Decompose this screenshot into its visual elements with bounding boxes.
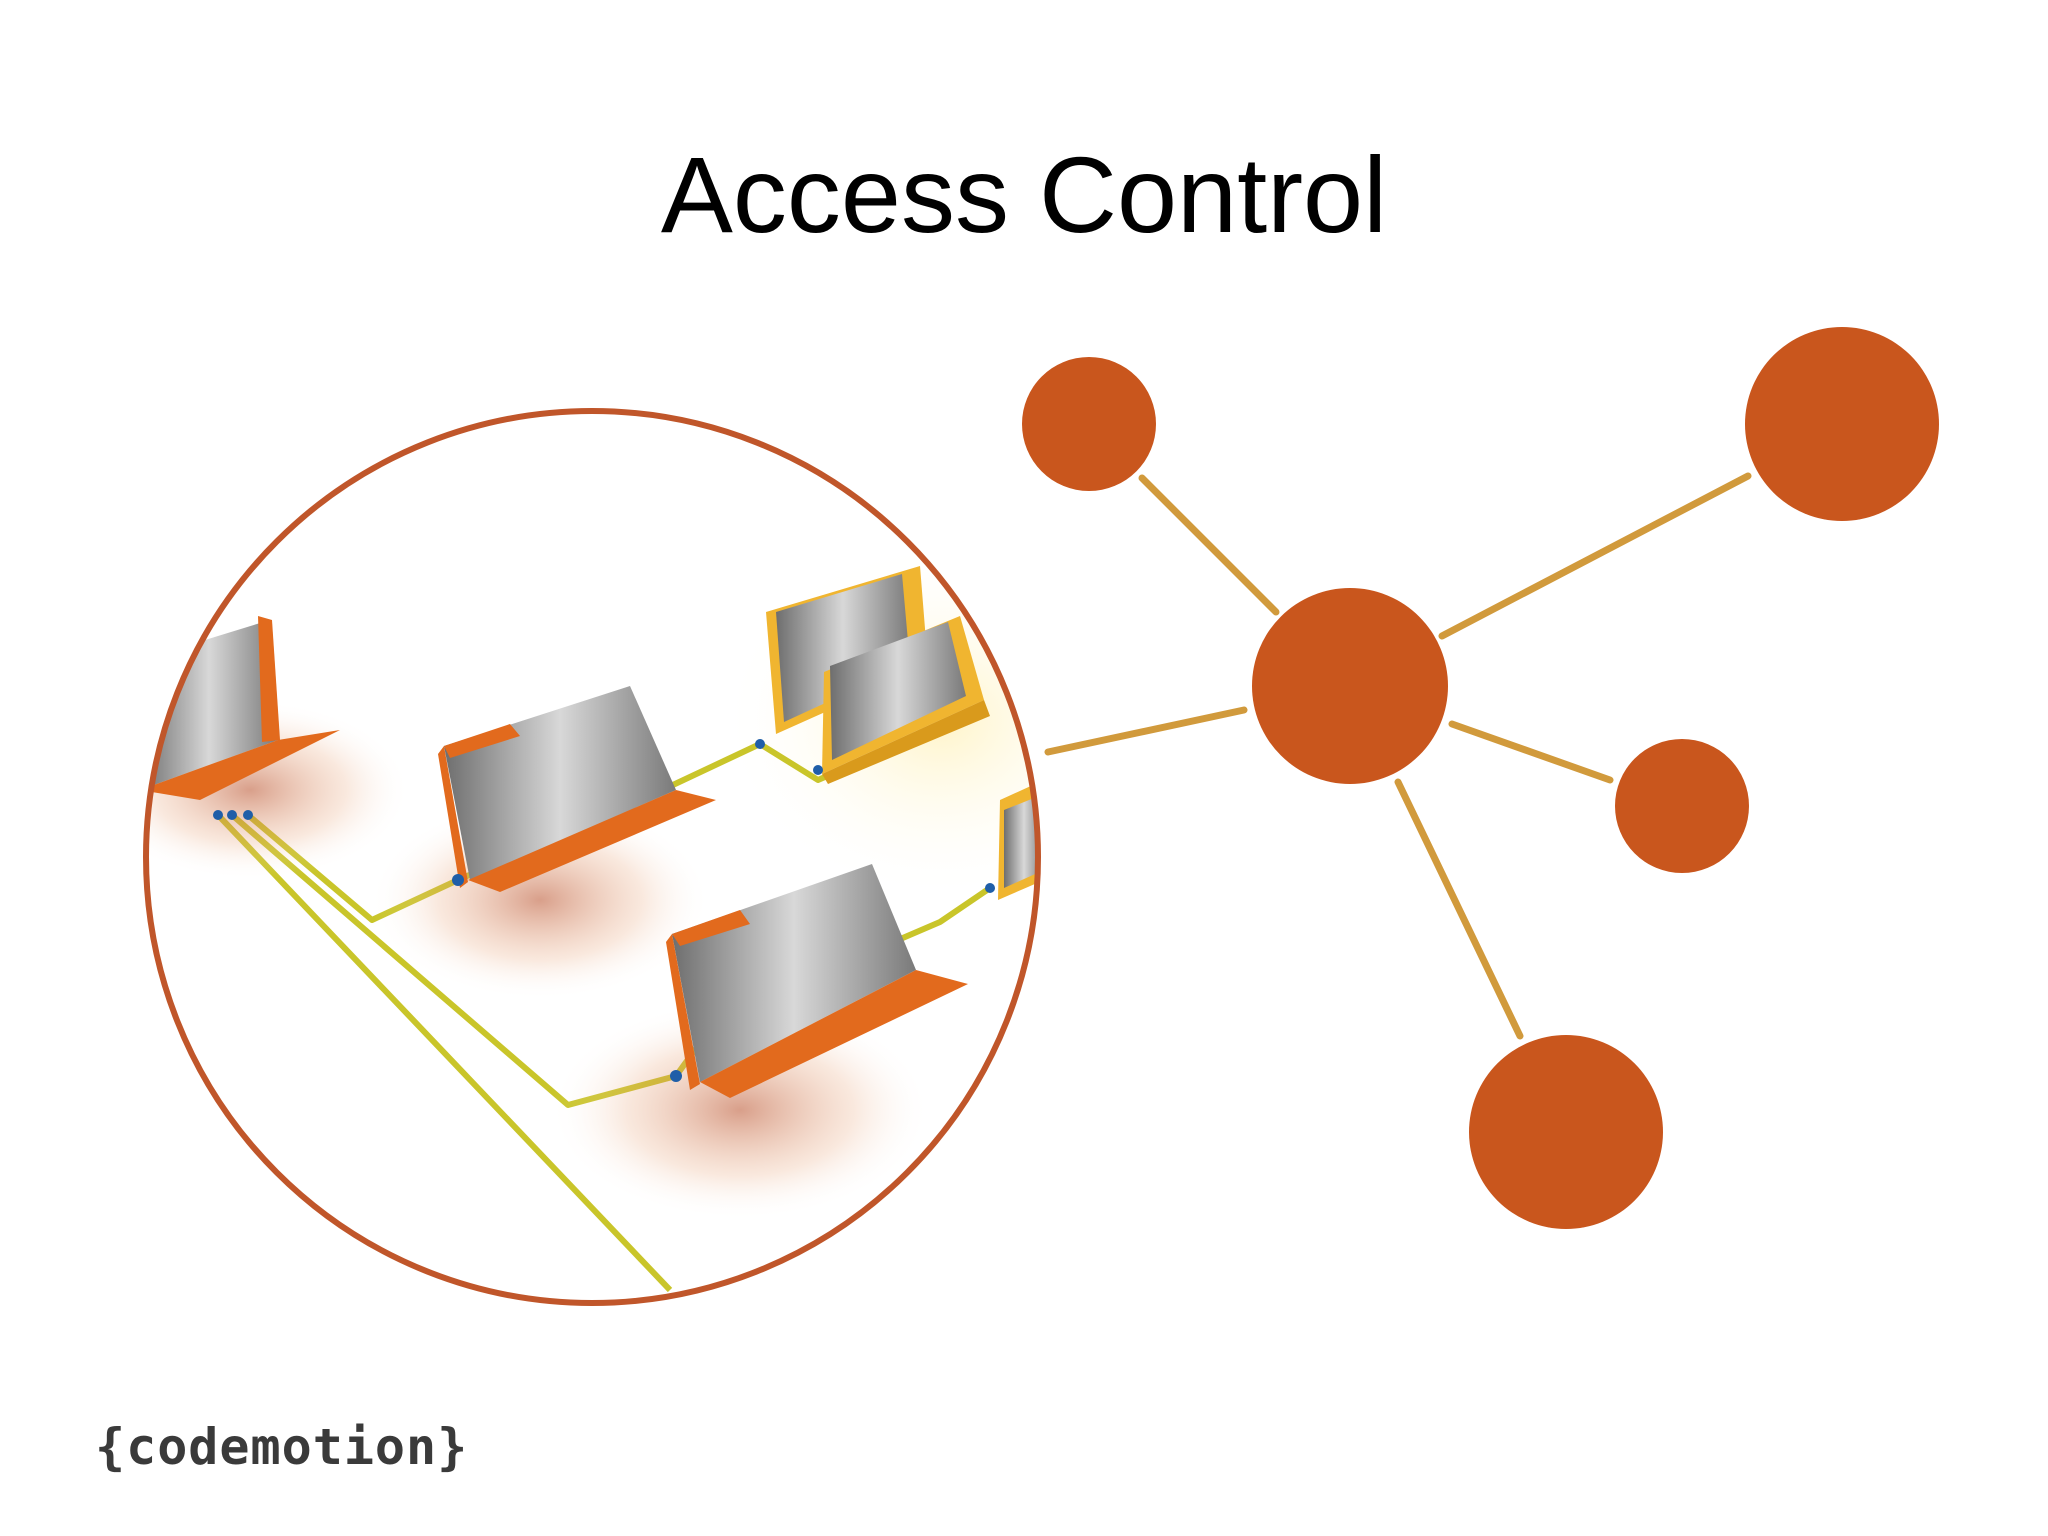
edge-hub-image [1044, 706, 1248, 756]
node-hub [1252, 588, 1448, 784]
node-right [1615, 739, 1749, 873]
file-tree-image [148, 413, 1036, 1301]
slide-title: Access Control [660, 134, 1388, 255]
edge-hub-top-left [1138, 474, 1280, 616]
node-top-right [1745, 327, 1939, 521]
image-ring [143, 408, 1041, 1306]
edge-hub-bottom [1394, 778, 1524, 1040]
node-bottom [1469, 1035, 1663, 1229]
codemotion-logo: {codemotion} [95, 1418, 469, 1476]
node-top-left [1022, 357, 1156, 491]
edge-hub-top-right [1438, 472, 1752, 640]
edge-hub-right [1448, 720, 1614, 784]
